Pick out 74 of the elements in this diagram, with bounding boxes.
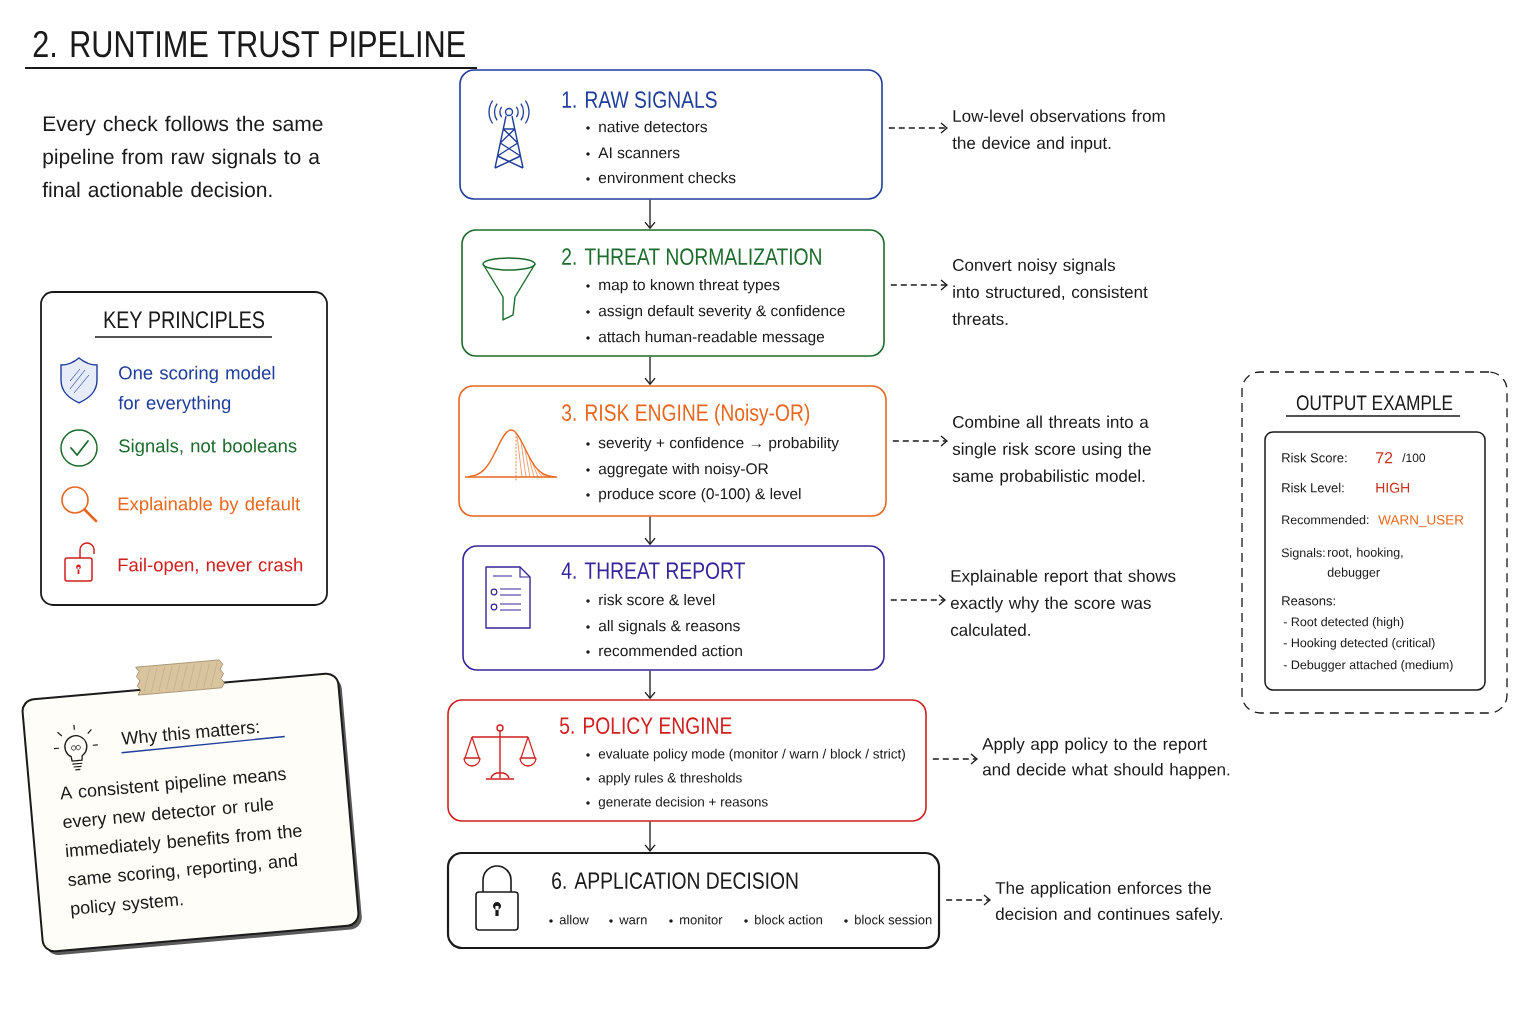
bullet-item: monitor — [680, 914, 723, 925]
bullet-item: native detectors — [599, 120, 708, 133]
note-heading: Why this matters: — [120, 723, 286, 754]
dashed-arrow — [890, 594, 946, 606]
panel-heading: KEY PRINCIPLES — [94, 311, 273, 338]
bullet-item: generate decision + reasons — [598, 796, 768, 810]
list-item: - Root detected (high) — [1283, 617, 1404, 629]
arrow — [644, 199, 656, 230]
bullet-item: recommended action — [599, 644, 742, 657]
field-label: Risk Score: — [1282, 452, 1347, 463]
stage-title: 1. RAW SIGNALS — [562, 91, 717, 108]
stage-title: 6. APPLICATION DECISION — [552, 872, 798, 889]
bullet-item: all signals & reasons — [598, 619, 740, 635]
bullet-item: warn — [619, 917, 647, 925]
description-text: Combine all threats into a single risk score using the same probabilistic model. — [952, 415, 1151, 486]
bullet-item: aggregate with noisy-OR — [598, 462, 769, 478]
field-value: WARN_USER — [1378, 515, 1464, 528]
dashed-arrow — [945, 894, 991, 906]
field-label: Reasons: — [1282, 596, 1335, 606]
bullet-item: block session — [855, 914, 932, 925]
field-value: HIGH — [1376, 482, 1410, 493]
process-box — [461, 229, 885, 357]
description-text: Low-level observations from the device and input. — [952, 109, 1165, 153]
stage-title: 2. THREAT NORMALIZATION — [562, 248, 821, 265]
process-box — [446, 851, 941, 950]
field-value: 72 — [1376, 452, 1393, 464]
field-label: Risk Level: — [1282, 482, 1344, 493]
arrow — [644, 670, 656, 700]
page-title: 2. RUNTIME TRUST PIPELINE — [24, 30, 478, 69]
process-box — [447, 699, 927, 822]
bullet-item: assign default severity & confidence — [598, 304, 845, 320]
bullet-item: attach human-readable message — [598, 330, 825, 346]
bullet-item: severity + confidence → probability — [598, 436, 839, 452]
note-text: A consistent pipeline means every new detector or rule immediately benefits from the same scoring, reporting, and policy system. — [60, 770, 302, 919]
description-text: Explainable report that shows exactly why the score was calculated. — [950, 569, 1176, 637]
description-text: Apply app policy to the report and decide what should happen. — [982, 737, 1230, 779]
principles-panel — [40, 291, 328, 606]
bullet-item: block action — [755, 914, 822, 925]
bullet-item: map to known threat types — [599, 278, 780, 294]
dashed-arrow — [890, 279, 948, 291]
description-text: The application enforces the decision and continues safely. — [995, 881, 1222, 924]
stage-title: 3. RISK ENGINE (Noisy-OR) — [561, 403, 810, 426]
bullet-item: allow — [559, 914, 589, 925]
bullet-item: apply rules & thresholds — [598, 772, 742, 786]
arrow — [644, 356, 656, 386]
list-item: - Hooking detected (critical) — [1283, 638, 1435, 650]
process-box — [462, 545, 885, 671]
process-box — [458, 385, 887, 517]
principle-item: One scoring model for everything — [118, 365, 275, 414]
field-label: Recommended: — [1282, 515, 1369, 525]
dashed-arrow — [932, 753, 978, 765]
field-label: Signals: — [1281, 548, 1325, 560]
dashed-arrow — [888, 122, 948, 134]
field-value: /100 — [1402, 453, 1426, 463]
list-item: - Debugger attached (medium) — [1283, 660, 1453, 672]
stage-title: 5. POLICY ENGINE — [560, 717, 732, 734]
arrow — [644, 821, 656, 852]
description-text: Convert noisy signals into structured, consistent threats. — [952, 258, 1148, 326]
field-value: root, hooking, debugger — [1327, 547, 1403, 580]
principle-item: Explainable by default — [118, 496, 301, 515]
principle-item: Signals, not booleans — [119, 438, 297, 457]
process-box — [459, 69, 883, 200]
dashed-arrow — [892, 435, 948, 447]
stage-title: 4. THREAT REPORT — [561, 562, 745, 579]
panel-heading: OUTPUT EXAMPLE — [1285, 395, 1461, 417]
bullet-item: produce score (0-100) & level — [599, 487, 801, 503]
bullet-item: risk score & level — [599, 593, 715, 606]
output-card — [1264, 431, 1486, 691]
bullet-item: environment checks — [598, 171, 736, 184]
bullet-item: evaluate policy mode (monitor / warn / block / strict) — [598, 748, 905, 762]
intro-text: Every check follows the same pipeline from raw signals to a final actionable decision. — [42, 115, 323, 198]
bullet-item: AI scanners — [598, 147, 680, 159]
arrow — [644, 516, 656, 546]
principle-item: Fail-open, never crash — [118, 557, 303, 576]
